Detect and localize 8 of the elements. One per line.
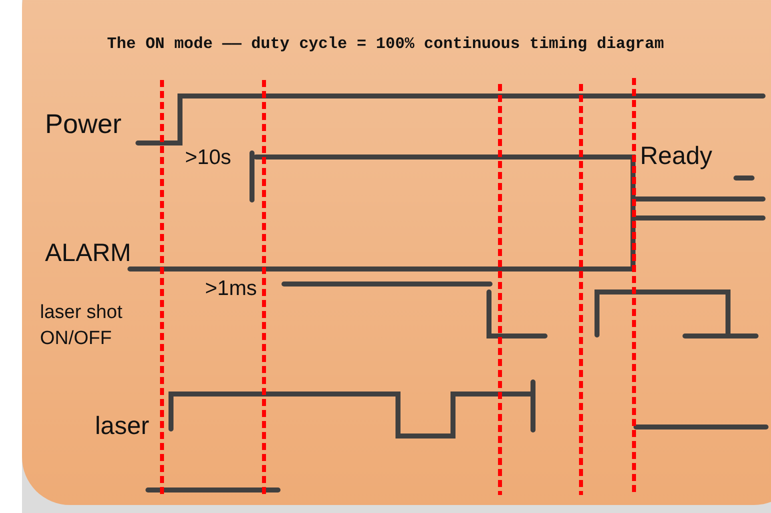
signal-label: Ready bbox=[640, 143, 712, 170]
signal-label: >10s bbox=[185, 146, 232, 170]
signal-label: >1ms bbox=[205, 277, 257, 300]
signal-label: ALARM bbox=[45, 240, 132, 268]
signal-label: laser bbox=[95, 413, 150, 440]
diagram-title: The ON mode —— duty cycle = 100% continuous timing diagram bbox=[106, 36, 665, 54]
signal-label: laser shot ON/OFF bbox=[40, 301, 124, 351]
signal-label: Power bbox=[45, 110, 122, 140]
